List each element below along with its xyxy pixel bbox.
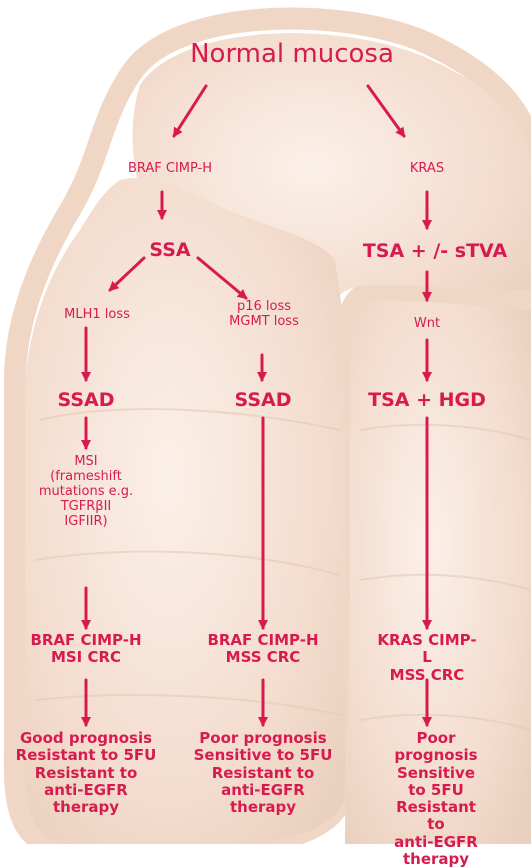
crc-label-a: BRAF CIMP-H MSI CRC — [30, 632, 141, 667]
mlh1-loss-label: MLH1 loss — [64, 308, 130, 323]
ssad-label-b: SSAD — [235, 390, 292, 412]
wnt-label: Wnt — [414, 317, 440, 332]
ssad-label-a: SSAD — [58, 390, 115, 412]
ssa-lesion-label: SSA — [149, 240, 190, 262]
tsa-hgd-label: TSA + HGD — [368, 390, 486, 412]
crc-label-c: KRAS CIMP-L MSS CRC — [375, 632, 479, 684]
prognosis-label-a: Good prognosis Resistant to 5FU Resistan… — [16, 730, 157, 816]
p16-mgmt-loss-label: p16 loss MGMT loss — [229, 300, 299, 330]
msi-mutations-label: MSI (frameshift mutations e.g. TGFRβII I… — [39, 455, 133, 530]
title-normal-mucosa: Normal mucosa — [190, 40, 394, 70]
crc-label-b: BRAF CIMP-H MSS CRC — [207, 632, 318, 667]
left-trigger-label: BRAF CIMP-H — [128, 162, 212, 177]
diagram-canvas: Normal mucosa BRAF CIMP-H KRAS SSA TSA +… — [0, 0, 531, 844]
right-trigger-label: KRAS — [410, 162, 444, 177]
colon-background — [0, 0, 531, 844]
tsa-lesion-label: TSA + /- sTVA — [363, 241, 507, 263]
prognosis-label-c: Poor prognosis Sensitive to 5FU Resistan… — [389, 730, 484, 868]
prognosis-label-b: Poor prognosis Sensitive to 5FU Resistan… — [194, 730, 333, 816]
